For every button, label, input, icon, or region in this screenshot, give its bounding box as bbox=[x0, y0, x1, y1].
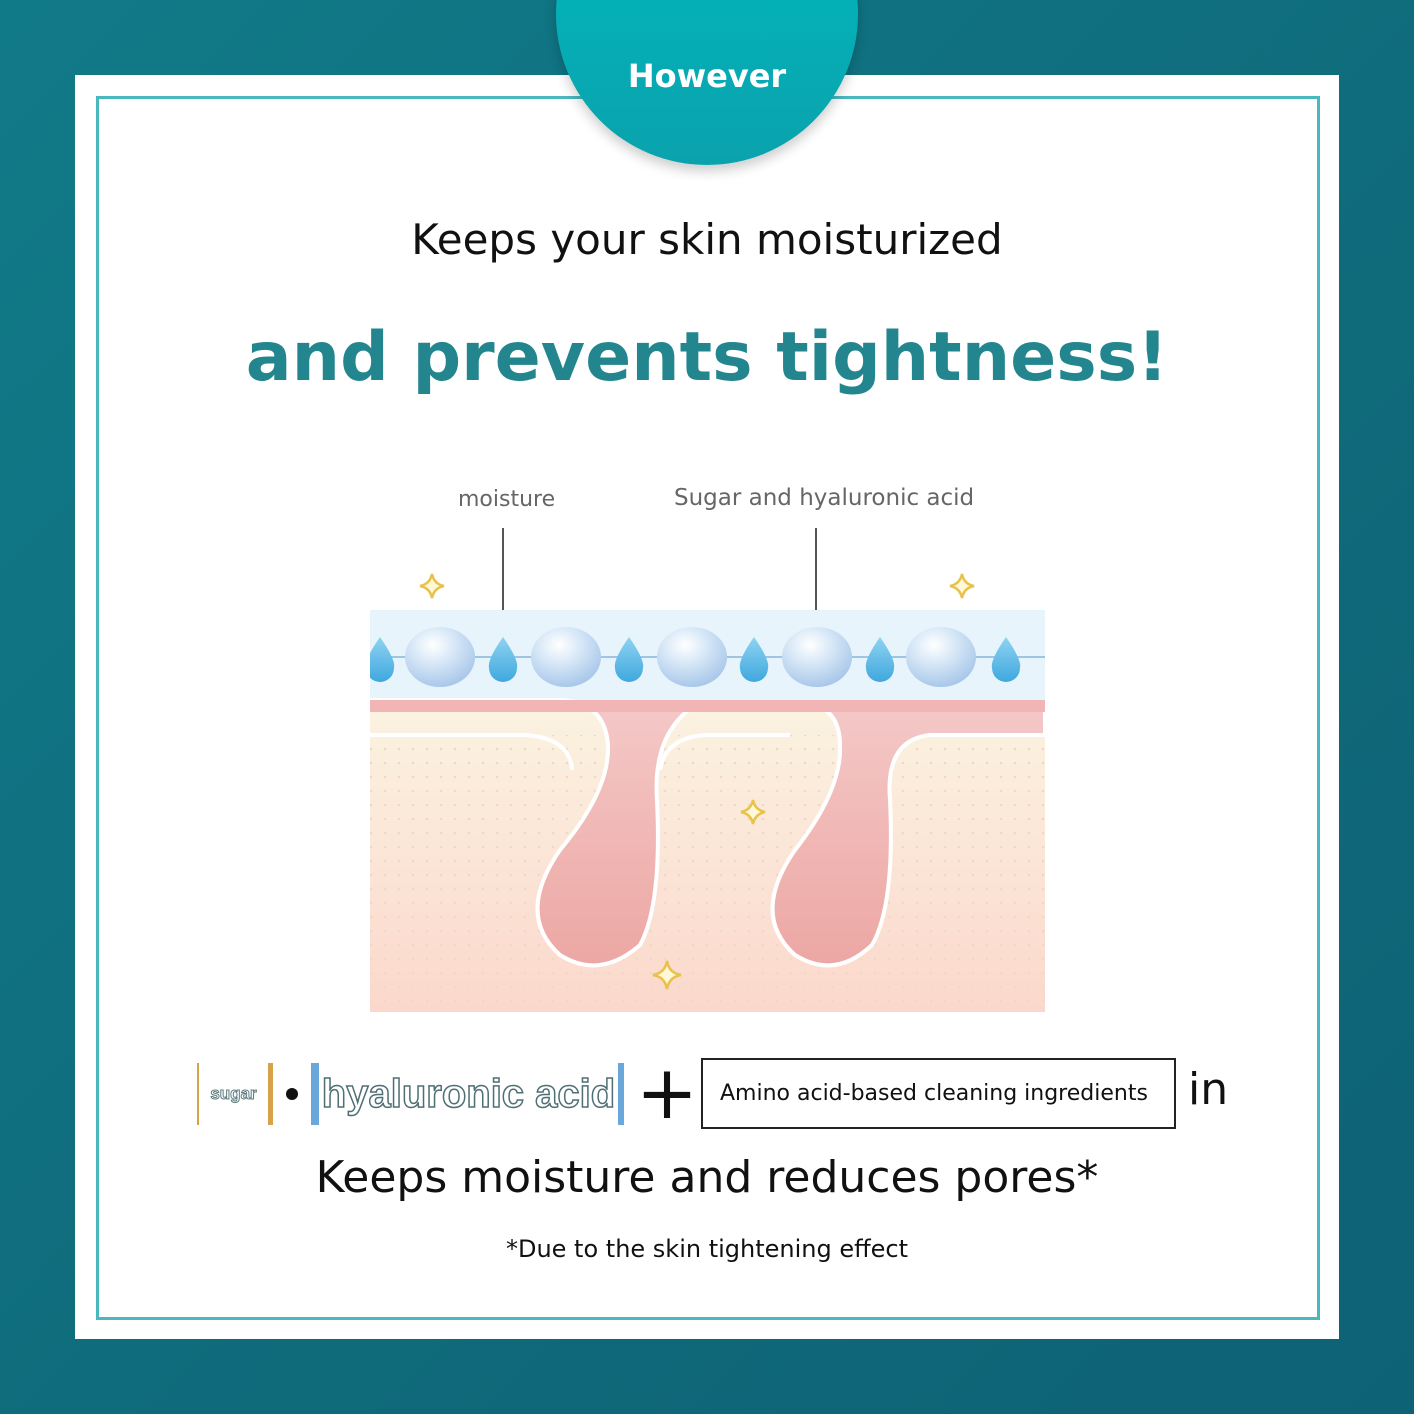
sugar-tag: sugar bbox=[197, 1063, 273, 1125]
moisture-drops bbox=[370, 637, 1021, 682]
hyaluronic-acid-tag: hyaluronic acid bbox=[311, 1063, 624, 1125]
headline: Keeps your skin moisturized bbox=[411, 215, 1003, 264]
label-sugar-hyaluronic: Sugar and hyaluronic acid bbox=[674, 485, 975, 511]
label-moisture: moisture bbox=[458, 487, 556, 512]
claim-text: Keeps moisture and reduces pores* bbox=[315, 1152, 1099, 1203]
amino-acid-box: Amino acid-based cleaning ingredients bbox=[701, 1058, 1176, 1129]
badge-text: However bbox=[627, 57, 787, 95]
in-text: in bbox=[1188, 1064, 1229, 1115]
bullet-dot bbox=[286, 1088, 298, 1100]
sparkle-icons bbox=[419, 573, 975, 990]
pointer-line-moisture bbox=[502, 528, 504, 640]
footnote: *Due to the skin tightening effect bbox=[505, 1235, 909, 1263]
pointer-line-sugar bbox=[815, 528, 817, 638]
plus-icon: + bbox=[636, 1050, 699, 1136]
sugar-hyaluronic-bubbles bbox=[405, 627, 976, 687]
highlight-headline: and prevents tightness! bbox=[245, 318, 1169, 397]
skin-diagram bbox=[370, 573, 1045, 1012]
